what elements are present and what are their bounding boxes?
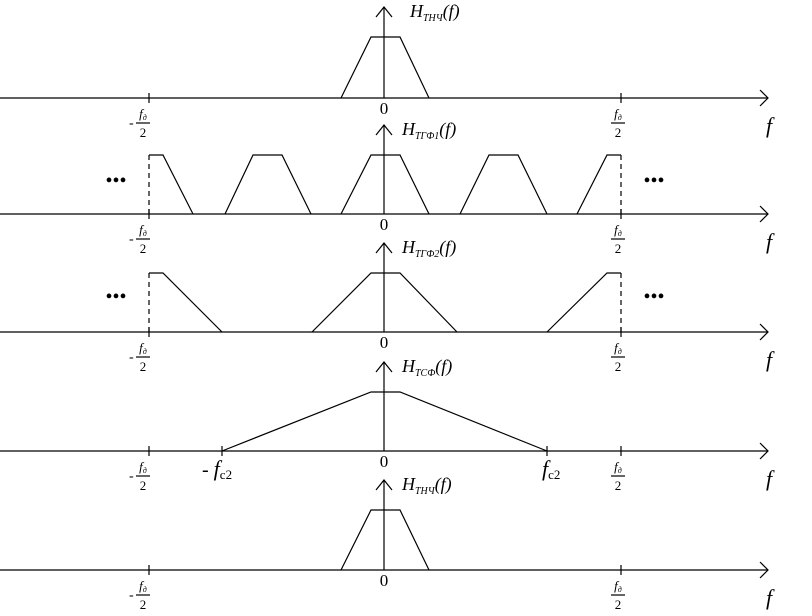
frequency-label: f (766, 113, 775, 138)
ellipsis-left: ••• (105, 286, 126, 308)
svg-text:fд: fд (139, 222, 147, 238)
panel-title: HТНЧ(f) (401, 474, 452, 497)
origin-label: 0 (380, 333, 389, 352)
axis-arrow-icon (759, 561, 769, 579)
svg-text:fд: fд (614, 459, 622, 475)
frequency-label: f (766, 585, 775, 610)
axis-arrow-icon (759, 323, 769, 341)
svg-text:fд: fд (614, 106, 622, 122)
svg-text:-: - (129, 116, 134, 131)
neg-half-sampling-freq-label: -fд 2 (129, 222, 150, 256)
response-curve (546, 272, 621, 333)
svg-text:fд: fд (614, 578, 622, 594)
ellipsis-left: ••• (105, 170, 126, 192)
response-curve (221, 391, 548, 452)
response-curve (340, 154, 430, 215)
ellipsis-right: ••• (643, 286, 664, 308)
frequency-label: f (766, 347, 775, 372)
svg-text:2: 2 (615, 478, 622, 493)
frequency-label: f (766, 466, 775, 491)
neg-half-sampling-freq-label: -fд 2 (129, 578, 150, 612)
half-sampling-freq-label: fд 2 (611, 222, 625, 256)
panel-title: HТНЧ(f) (409, 1, 460, 24)
response-curve (224, 154, 312, 215)
response-curve (149, 154, 194, 215)
origin-label: 0 (380, 571, 389, 590)
svg-text:fд: fд (614, 222, 622, 238)
svg-text:2: 2 (140, 478, 147, 493)
half-sampling-freq-label: fд 2 (611, 578, 625, 612)
svg-text:2: 2 (615, 125, 622, 140)
svg-text:fд: fд (139, 106, 147, 122)
response-curve (340, 36, 430, 99)
half-sampling-freq-label: fд 2 (611, 106, 625, 140)
svg-text:2: 2 (140, 241, 147, 256)
frequency-label: f (766, 229, 775, 254)
axis-arrow-icon (375, 479, 393, 491)
svg-text:fд: fд (614, 340, 622, 356)
origin-label: 0 (380, 215, 389, 234)
svg-text:fд: fд (139, 340, 147, 356)
svg-text:2: 2 (615, 597, 622, 612)
neg-half-sampling-freq-label: -fд 2 (129, 340, 150, 374)
axis-arrow-icon (375, 361, 393, 373)
svg-text:2: 2 (140, 359, 147, 374)
response-curve (340, 509, 430, 571)
svg-text:2: 2 (140, 125, 147, 140)
svg-text:-: - (129, 469, 134, 484)
svg-text:2: 2 (140, 597, 147, 612)
origin-label: 0 (380, 452, 389, 471)
panel-title: HТСФ(f) (401, 356, 452, 379)
svg-text:-: - (129, 232, 134, 247)
panel-title: HТГФ2(f) (401, 237, 456, 260)
response-curve (311, 272, 458, 333)
axis-arrow-icon (375, 242, 393, 254)
axis-arrow-icon (375, 6, 393, 18)
ellipsis-right: ••• (643, 170, 664, 192)
neg-half-sampling-freq-label: -fд 2 (129, 459, 150, 493)
origin-label: 0 (380, 99, 389, 118)
svg-text:2: 2 (615, 359, 622, 374)
neg-cutoff-label: - fc2 (202, 456, 232, 482)
axis-arrow-icon (759, 442, 769, 460)
half-sampling-freq-label: fд 2 (611, 340, 625, 374)
svg-text:fд: fд (139, 459, 147, 475)
neg-half-sampling-freq-label: -fд 2 (129, 106, 150, 140)
svg-text:-: - (129, 588, 134, 603)
response-curve (459, 154, 548, 215)
response-curve (149, 272, 223, 333)
svg-text:fд: fд (139, 578, 147, 594)
half-sampling-freq-label: fд 2 (611, 459, 625, 493)
response-curve (576, 154, 621, 215)
svg-text:-: - (129, 350, 134, 365)
panel-title: HТГФ1(f) (401, 119, 456, 142)
axis-arrow-icon (759, 205, 769, 223)
cutoff-label: fc2 (542, 456, 560, 482)
axis-arrow-icon (375, 124, 393, 136)
axis-arrow-icon (759, 89, 769, 107)
svg-text:2: 2 (615, 241, 622, 256)
